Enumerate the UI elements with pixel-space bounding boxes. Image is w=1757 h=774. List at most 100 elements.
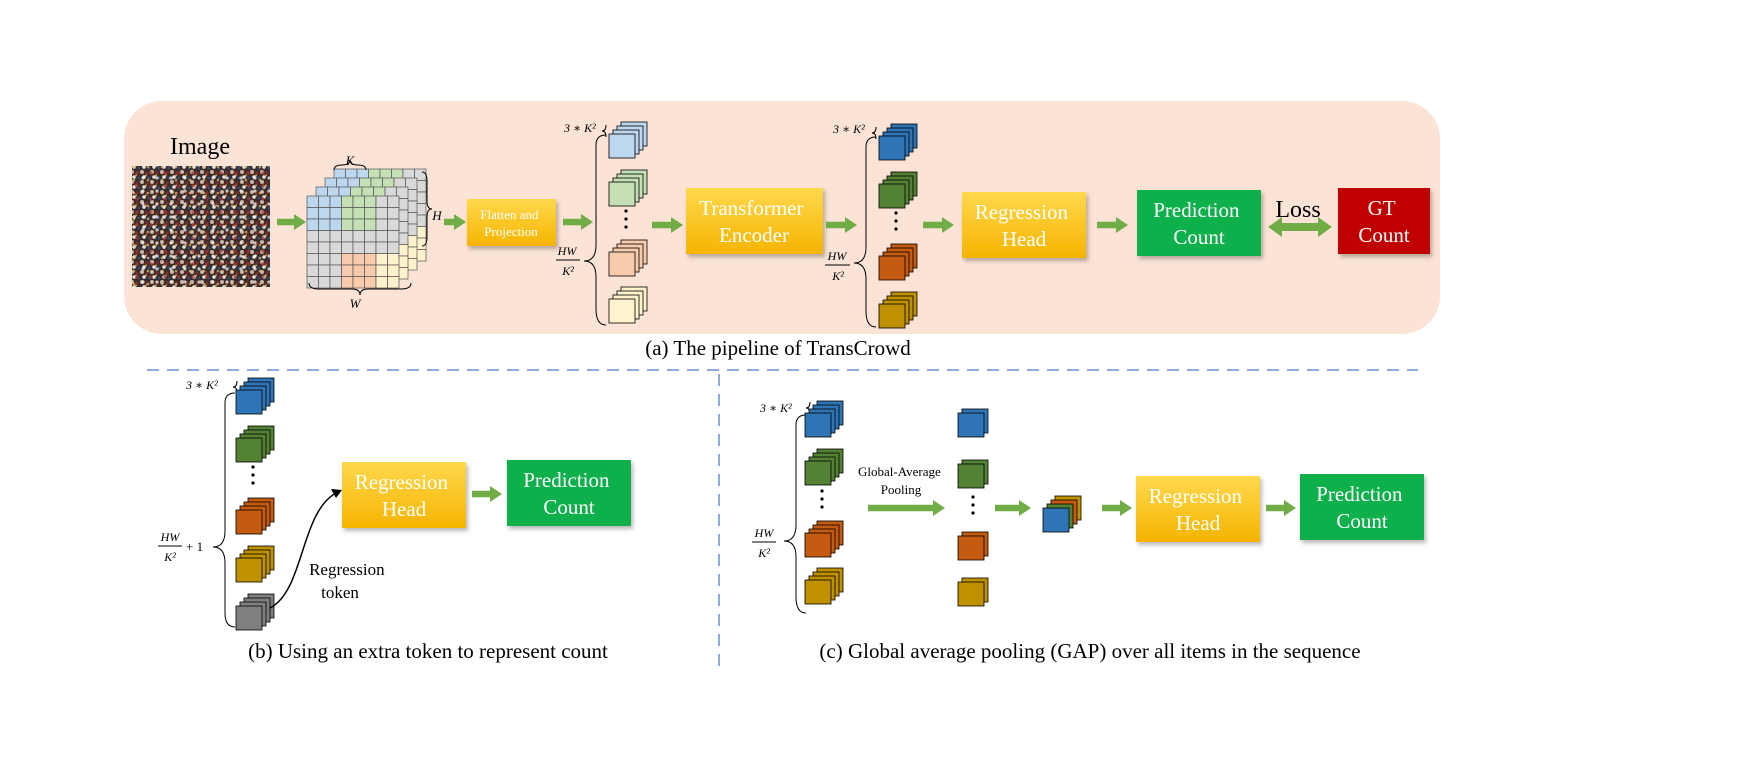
arrow-c-head-to-prediction [1266, 500, 1296, 516]
c-token [804, 567, 844, 605]
patch-grid-layer [306, 195, 400, 289]
b-ellipsis [251, 465, 255, 485]
seq2-dim-brace [871, 126, 877, 140]
c-pooled-token [957, 531, 989, 561]
seq2-tokens [878, 123, 918, 329]
prediction-count-box-c [1300, 474, 1424, 540]
image-label: Image [170, 134, 230, 160]
arrow-gap [868, 500, 945, 516]
c-len-num: HW [754, 526, 775, 540]
b-tokens [235, 377, 275, 631]
b-token [235, 593, 275, 631]
arrow-head-to-prediction [1097, 217, 1128, 233]
seq1-token-dim: 3 ∗ K² [563, 121, 596, 135]
arrow-seq1-to-encoder [652, 217, 683, 233]
gt-count-label: GT Count [1358, 196, 1410, 247]
regression-token-arrowhead [331, 489, 342, 498]
arrow-encoder-to-seq2 [826, 217, 857, 233]
b-len-num: HW [160, 530, 181, 544]
b-token [235, 497, 275, 535]
regression-head-box-b [342, 462, 466, 528]
c-len-den: K² [757, 546, 770, 560]
caption-c: (c) Global average pooling (GAP) over al… [819, 639, 1360, 663]
prediction-count-label-c: Prediction Count [1316, 482, 1408, 533]
seq1-len-den: K² [561, 264, 574, 278]
seq1-token [608, 239, 648, 277]
arrow-image-to-patches [277, 214, 306, 230]
b-token [235, 377, 275, 415]
patch-grid [306, 168, 427, 289]
seq1-dim-brace [601, 124, 607, 138]
c-aggregated-token [1042, 495, 1082, 533]
regression-head-box-a [962, 192, 1086, 258]
loss-double-arrow [1268, 217, 1332, 237]
transformer-encoder-label: Transformer Encoder [699, 196, 808, 247]
seq2-token [878, 171, 918, 209]
arrow-patches-to-flatten [444, 214, 466, 230]
arrow-pooled-to-aggregated [995, 500, 1031, 516]
c-token [804, 448, 844, 486]
c-brace [783, 414, 807, 614]
c-ellipsis [820, 489, 824, 509]
flatten-projection-label: Flatten and Projection [480, 207, 541, 239]
seq2-token-dim: 3 ∗ K² [832, 122, 865, 136]
c-pooled-token [957, 459, 989, 489]
loss-label: Loss [1275, 197, 1320, 223]
seq1-token [608, 286, 648, 324]
c-pooled-token [957, 408, 989, 438]
regression-head-label-a: Regression Head [975, 200, 1074, 251]
seq2-brace [853, 136, 877, 328]
b-token-dim: 3 ∗ K² [185, 378, 218, 392]
seq2-token [878, 123, 918, 161]
seq1-ellipsis [624, 209, 628, 229]
caption-b: (b) Using an extra token to represent co… [248, 639, 608, 663]
caption-a: (a) The pipeline of TransCrowd [645, 336, 911, 360]
c-token [804, 520, 844, 558]
arrow-seq2-to-head [923, 217, 954, 233]
prediction-count-box-b [507, 460, 631, 526]
seq1-token [608, 121, 648, 159]
prediction-count-box-a [1137, 190, 1261, 256]
seq2-token [878, 243, 918, 281]
flatten-projection-box [467, 199, 556, 246]
regression-token-label: Regression token [309, 560, 389, 602]
c-aggregated-layer [1042, 507, 1070, 533]
c-pooled-token [957, 577, 989, 607]
w-brace [308, 282, 412, 296]
regression-head-label-b: Regression Head [355, 470, 454, 521]
regression-head-box-c [1136, 476, 1260, 542]
b-len-den: K² [163, 550, 176, 564]
c-pooled-ellipsis [971, 495, 975, 515]
gap-label: Global-Average Pooling [858, 464, 944, 497]
c-tokens [804, 400, 844, 605]
arrow-flatten-to-seq1 [563, 214, 593, 230]
regression-token-curve [269, 491, 339, 609]
c-pooled-tokens [957, 408, 989, 607]
patch-h-label: H [431, 208, 442, 223]
crowd-image [132, 166, 270, 287]
arrow-aggregated-to-head [1102, 500, 1132, 516]
patch-w-label: W [350, 296, 362, 311]
transformer-encoder-box [686, 188, 823, 254]
seq1-brace [583, 134, 607, 326]
b-brace [212, 392, 236, 628]
b-token [235, 425, 275, 463]
seq1-tokens [608, 121, 648, 324]
seq1-token [608, 169, 648, 207]
seq2-len-den: K² [831, 269, 844, 283]
regression-head-label-c: Regression Head [1149, 484, 1248, 535]
k-brace [333, 159, 367, 171]
seq2-token [878, 291, 918, 329]
h-brace [421, 171, 433, 247]
seq2-ellipsis [894, 211, 898, 231]
b-token [235, 545, 275, 583]
prediction-count-label-b: Prediction Count [523, 468, 615, 519]
flow-arrows [277, 214, 1296, 516]
c-token-dim: 3 ∗ K² [759, 401, 792, 415]
prediction-count-label-a: Prediction Count [1153, 198, 1245, 249]
seq1-len-num: HW [557, 244, 578, 258]
seq2-len-num: HW [827, 249, 848, 263]
arrow-b-head-to-prediction [472, 486, 502, 502]
b-len-plus: + 1 [186, 539, 203, 554]
